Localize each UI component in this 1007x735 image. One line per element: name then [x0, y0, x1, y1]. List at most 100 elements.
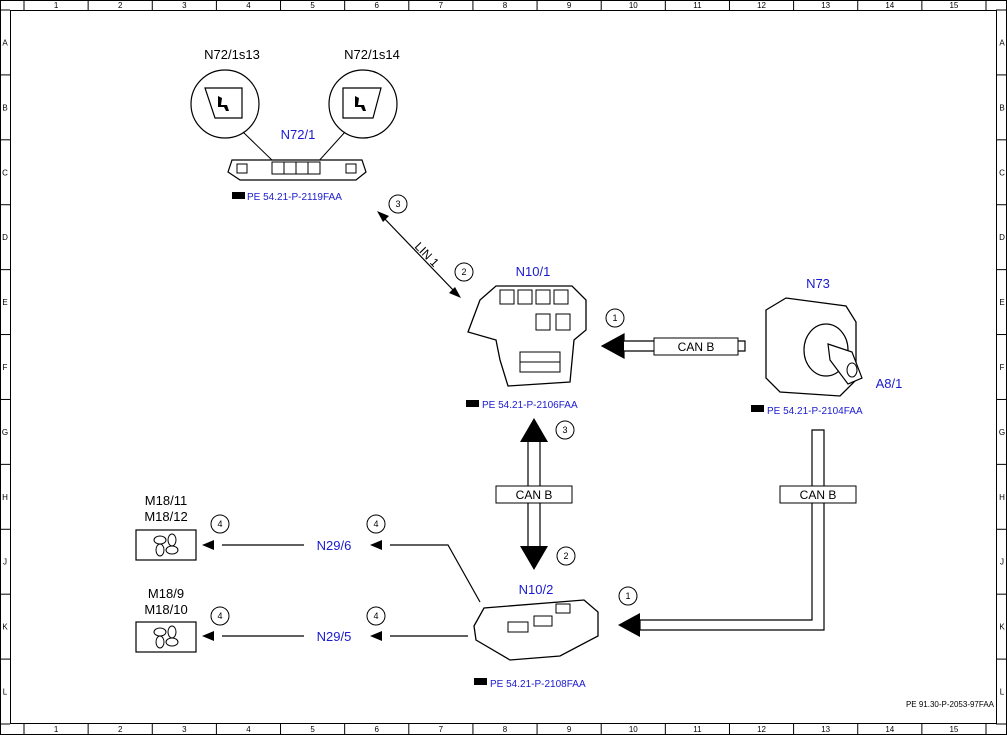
row-label: J: [1000, 558, 1004, 567]
ref-n73: PE 54.21-P-2104FAA: [767, 406, 863, 417]
column-label: 3: [182, 1, 187, 10]
fan-output-lower: N29/5 4 4 M18/9 M18/10: [135, 586, 468, 653]
connector: [533, 615, 553, 627]
fan-box: [135, 621, 197, 653]
arrow-head: [520, 418, 548, 442]
column-label: 2: [118, 1, 123, 10]
seat-heat-button-s14: [342, 87, 382, 119]
column-label: 11: [693, 725, 702, 734]
ref-n72-1: PE 54.21-P-2119FAA: [247, 192, 342, 203]
ref-n10-2: PE 54.21-P-2108FAA: [490, 679, 586, 690]
lin1-connection: LIN 1 3 2: [377, 194, 474, 298]
step-number: 4: [373, 519, 378, 529]
step-number: 1: [625, 591, 630, 601]
step-marker: [555, 420, 575, 440]
arrow-head: [520, 546, 548, 570]
connector: [555, 603, 571, 614]
fuse: [553, 289, 569, 305]
step-marker: [556, 546, 576, 566]
label-m18-9: M18/9: [148, 586, 184, 601]
row-label: F: [3, 363, 8, 372]
row-label: E: [2, 298, 7, 307]
row-label: L: [1000, 688, 1005, 697]
row-label: L: [3, 688, 8, 697]
reference-pointer-icon: [232, 192, 245, 199]
fan-icon: [153, 533, 179, 557]
bus-label-box: [779, 485, 857, 504]
label-n73: N73: [806, 276, 830, 291]
bus-label-lin1: LIN 1: [412, 239, 442, 270]
row-label: D: [999, 233, 1005, 242]
reference-pointer-icon: [474, 678, 487, 685]
row-label: F: [1000, 363, 1005, 372]
label-m18-11: M18/11: [145, 493, 187, 508]
column-label: 8: [503, 1, 508, 10]
step-number: 1: [612, 313, 617, 323]
column-label: 7: [439, 725, 444, 734]
row-label: A: [2, 38, 8, 47]
step-number: 2: [461, 267, 466, 277]
label-a8-1: A8/1: [876, 376, 903, 391]
column-label: 4: [246, 1, 251, 10]
column-label: 9: [567, 1, 572, 10]
step-marker: [210, 606, 230, 626]
row-label: K: [2, 623, 8, 632]
label-n29-5: N29/5: [317, 629, 352, 644]
key-hole: [846, 362, 858, 378]
row-label: C: [999, 168, 1005, 177]
column-label: 2: [118, 725, 123, 734]
arrow-head: [370, 631, 382, 641]
row-label: D: [2, 233, 8, 242]
column-label: 5: [310, 725, 315, 734]
seat-icon: [355, 96, 366, 111]
column-label: 7: [439, 1, 444, 10]
column-label: 1: [54, 1, 59, 10]
column-label: 15: [949, 1, 958, 10]
bus-label-can-b: CAN B: [800, 488, 837, 502]
inner-frame: [10, 10, 997, 724]
bus-label-can-b: CAN B: [516, 488, 553, 502]
step-marker: [366, 514, 386, 534]
control-panel: [227, 159, 367, 181]
fuse: [535, 289, 551, 305]
column-label: 10: [629, 1, 638, 10]
column-label: 6: [375, 725, 380, 734]
column-label: 4: [246, 725, 251, 734]
label-m18-10: M18/10: [144, 602, 187, 617]
label-n10-2: N10/2: [519, 582, 554, 597]
step-number: 4: [373, 611, 378, 621]
label-n10-1: N10/1: [516, 264, 551, 279]
step-marker: [210, 514, 230, 534]
arrow-head: [202, 540, 214, 550]
n73-ignition-group: N73 A8/1 PE 54.21-P-2104FAA: [751, 276, 902, 417]
row-label: H: [2, 493, 8, 502]
column-label: 13: [821, 725, 830, 734]
can-b-n10-1-to-n10-2: CAN B 3 2: [495, 418, 576, 570]
step-number: 4: [217, 611, 222, 621]
arrow-head: [602, 334, 624, 358]
fan-output-upper: N29/6 4 4 M18/11 M18/12: [135, 493, 481, 603]
step-marker: [605, 308, 625, 328]
n10-1-module-group: N10/1 PE 54.21-P-2106FAA: [466, 264, 587, 411]
lin1-line: [381, 215, 457, 294]
panel-button: [345, 163, 357, 174]
column-label: 12: [757, 725, 766, 734]
n72-1-switch-group: N72/1s13 N72/1s14 N72/1 PE 54.21-P-2119F…: [190, 47, 400, 203]
label-n29-6: N29/6: [317, 538, 352, 553]
column-label: 10: [629, 725, 638, 734]
step-number: 2: [563, 551, 568, 561]
step-marker: [618, 586, 638, 606]
column-label: 5: [310, 1, 315, 10]
step-marker: [388, 194, 408, 214]
reference-pointer-icon: [466, 400, 479, 407]
n10-1-module: [467, 285, 587, 387]
fuse: [499, 289, 515, 305]
column-label: 11: [693, 1, 702, 10]
row-label: C: [2, 168, 8, 177]
document-id: PE 91.30-P-2053-97FAA: [906, 700, 995, 709]
seat-heat-button-s13: [204, 87, 243, 119]
bus-label-can-b: CAN B: [678, 340, 715, 354]
label-n72-1s13: N72/1s13: [204, 47, 260, 62]
row-label: H: [999, 493, 1005, 502]
